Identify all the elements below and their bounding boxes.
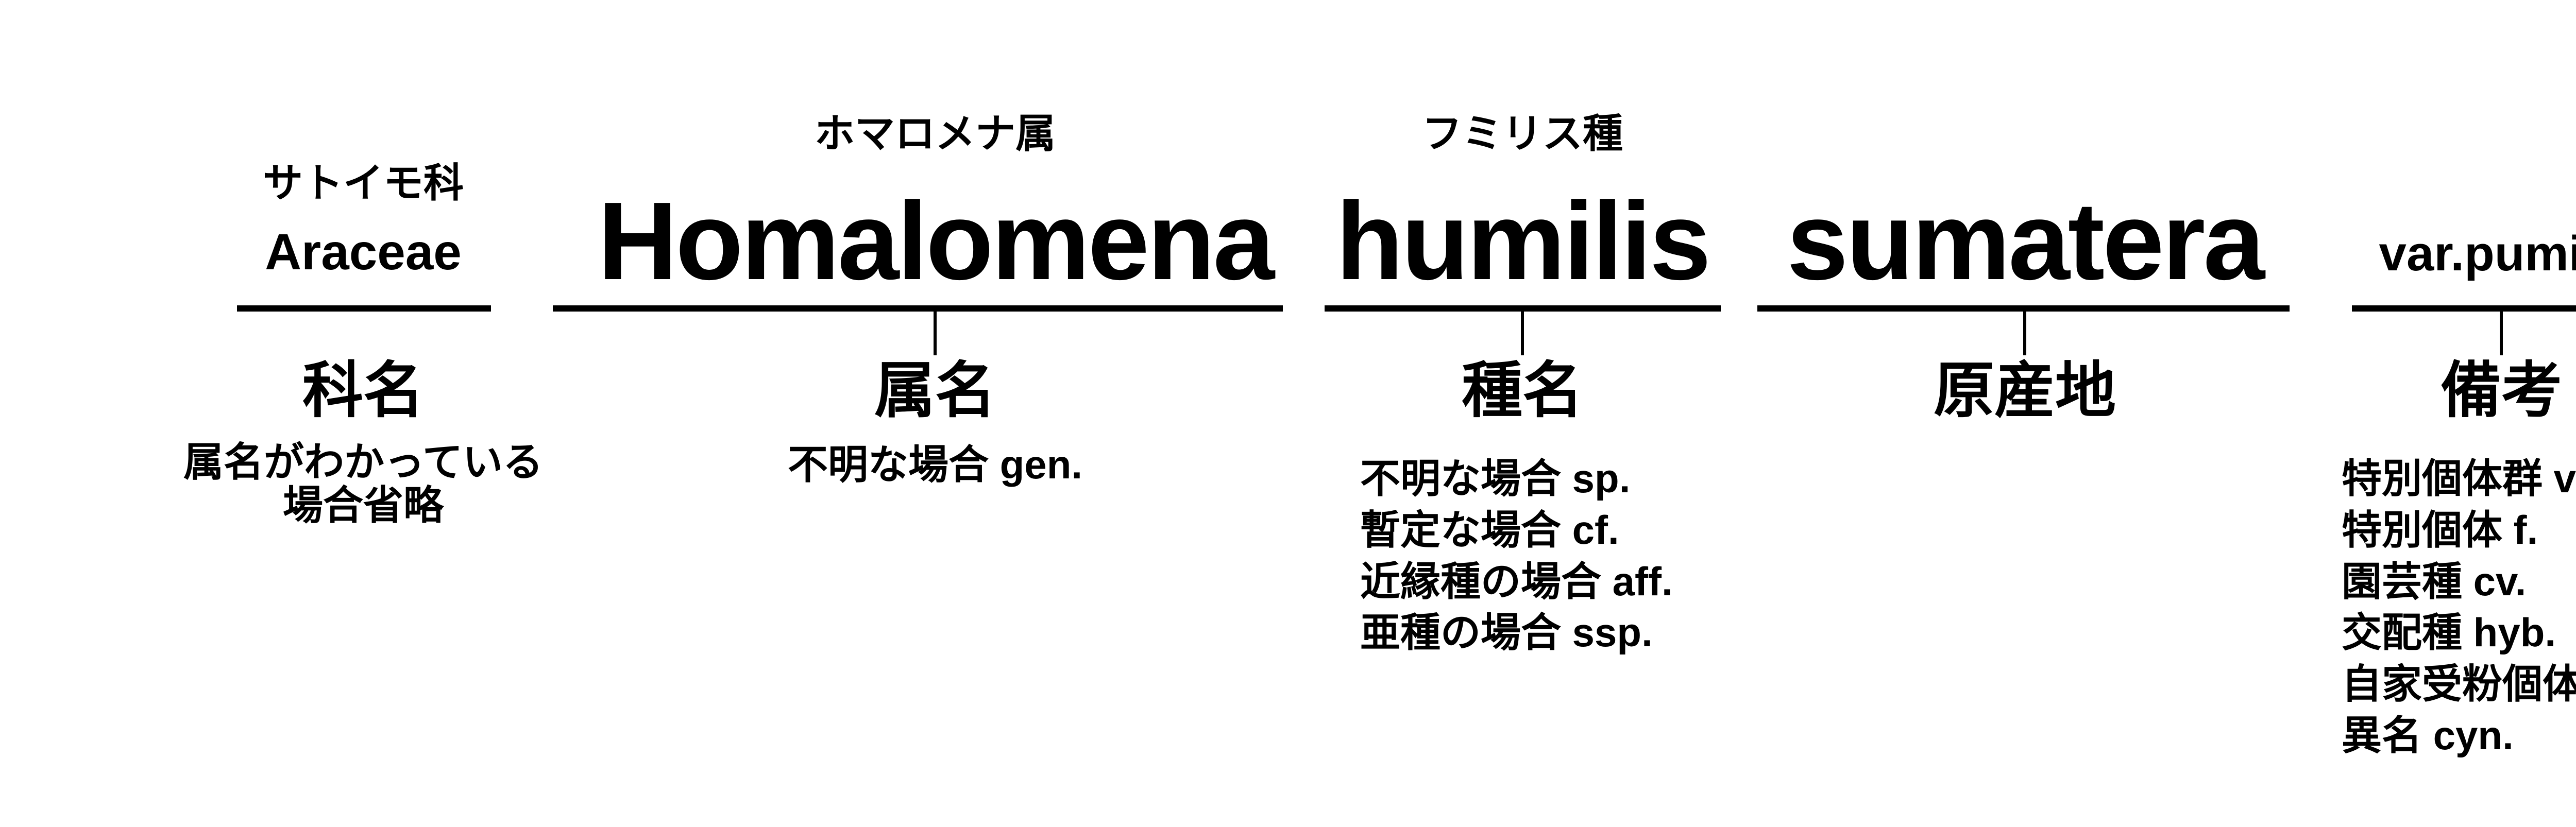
remarks-note-var: 特別個体群 var. xyxy=(2342,456,2576,501)
remarks-note-hyb: 交配種 hyb. xyxy=(2342,610,2556,656)
species-jp-name: フミリス種 xyxy=(1421,111,1623,156)
genus-jp-name: ホマロメナ属 xyxy=(814,111,1056,156)
species-label: 種名 xyxy=(1461,357,1584,425)
genus-latin-name: Homalomena xyxy=(597,179,1275,303)
remarks-notes: 特別個体群 var. 特別個体 f. 園芸種 cv. 交配種 hyb. 自家受粉… xyxy=(2342,453,2576,762)
species-underline xyxy=(1325,305,1721,312)
genus-underline xyxy=(553,305,1283,312)
genus-label: 属名 xyxy=(874,357,996,425)
origin-label: 原産地 xyxy=(1933,357,2116,425)
genus-connector xyxy=(934,309,937,355)
remarks-connector xyxy=(2500,309,2503,355)
family-note: 属名がわかっている 場合省略 xyxy=(183,440,543,527)
origin-connector xyxy=(2023,309,2026,355)
family-note-line-2: 場合省略 xyxy=(282,483,444,528)
family-latin-name: Araceae xyxy=(265,223,462,280)
remarks-note-cv: 園芸種 cv. xyxy=(2342,558,2527,604)
origin-latin-name: sumatera xyxy=(1786,179,2265,303)
family-underline xyxy=(237,305,491,312)
species-connector xyxy=(1521,309,1524,355)
species-note-aff: 近縁種の場合 aff. xyxy=(1360,558,1673,604)
genus-note: 不明な場合 gen. xyxy=(787,442,1083,487)
family-label: 科名 xyxy=(302,357,425,425)
species-latin-name: humilis xyxy=(1335,179,1711,303)
remarks-note-cyn: 異名 cyn. xyxy=(2342,713,2514,759)
species-notes: 不明な場合 sp. 暫定な場合 cf. 近縁種の場合 aff. 亜種の場合 ss… xyxy=(1360,453,1673,659)
remarks-underline xyxy=(2352,305,2576,312)
origin-underline xyxy=(1757,305,2290,312)
species-note-ssp: 亜種の場合 ssp. xyxy=(1360,610,1653,656)
remarks-label: 備考 xyxy=(2440,357,2563,425)
species-note-cf: 暫定な場合 cf. xyxy=(1360,507,1619,553)
family-note-line-1: 属名がわかっている xyxy=(183,439,544,485)
remarks-latin-name: var.pumila xyxy=(2379,226,2576,281)
species-note-sp: 不明な場合 sp. xyxy=(1360,456,1631,501)
remarks-note-self: 自家受粉個体 self. xyxy=(2342,661,2576,707)
family-jp-name: サトイモ科 xyxy=(262,160,464,205)
remarks-note-f: 特別個体 f. xyxy=(2342,507,2538,553)
